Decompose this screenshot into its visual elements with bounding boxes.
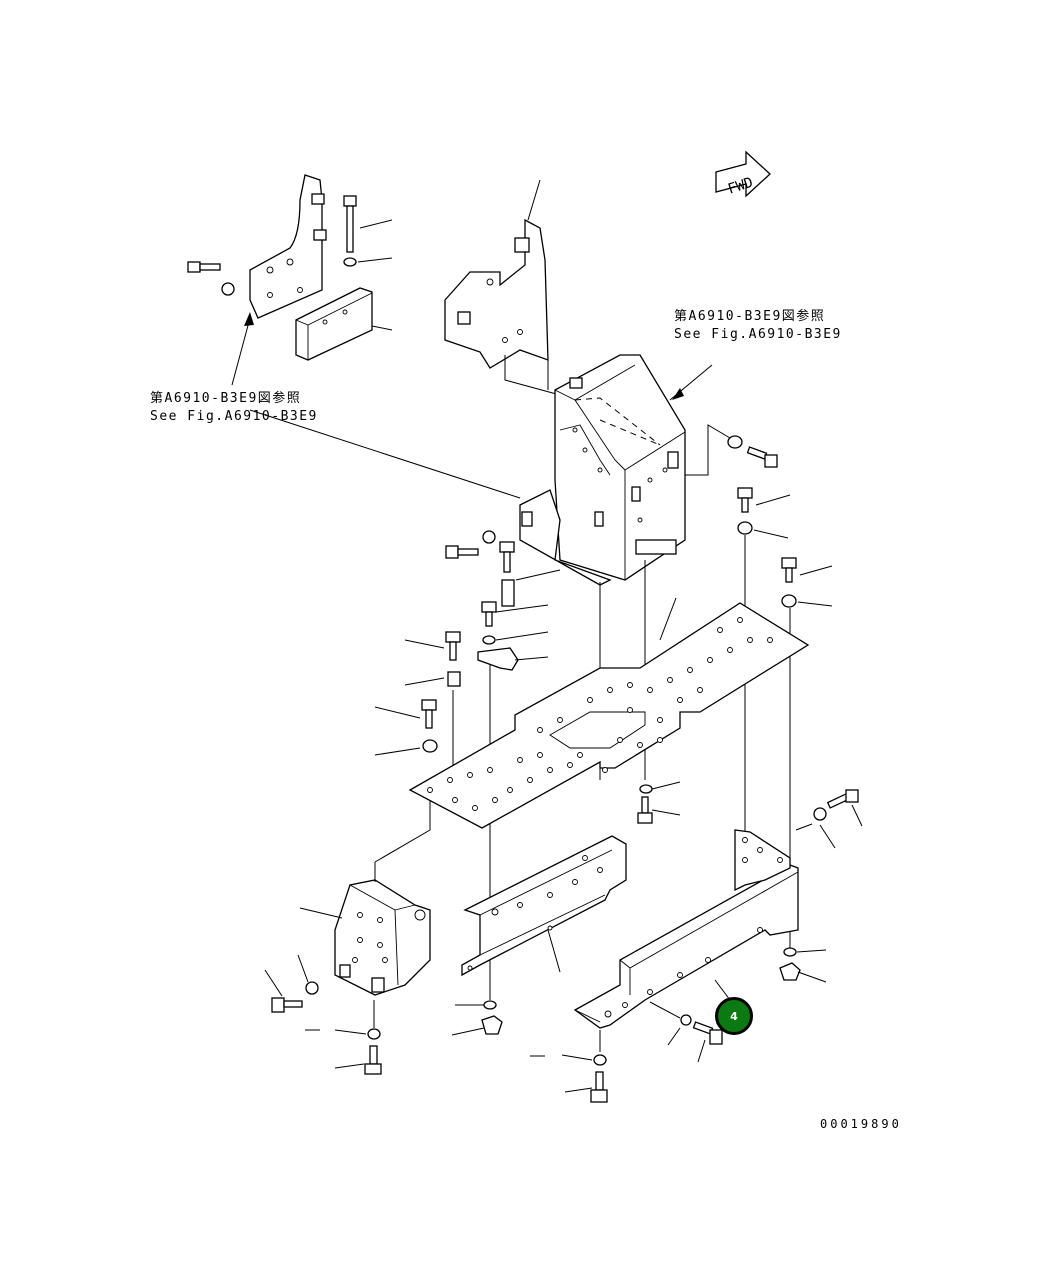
bolt-right-upper <box>737 487 753 513</box>
right-rail <box>573 829 799 1029</box>
washer-center <box>482 530 496 544</box>
fwd-label: FWD <box>726 175 755 198</box>
reference-label-right-en: See Fig.A6910-B3E9 <box>674 327 842 342</box>
spacer-center <box>501 579 515 607</box>
bolt-right-rail-bottom <box>590 1071 608 1103</box>
bolt-lower-left <box>271 997 303 1013</box>
center-rail <box>461 835 627 977</box>
washer-right-rail-side <box>680 1014 692 1026</box>
callout-marker[interactable]: 4 <box>715 997 753 1035</box>
washer-left <box>221 282 235 296</box>
clip-bracket <box>477 647 519 671</box>
washer-plate-bottom <box>639 784 653 794</box>
spacer-left-column <box>447 671 461 687</box>
washer-tower-right <box>727 435 743 449</box>
nut-right-rail <box>779 962 801 981</box>
callout-number: 4 <box>730 1009 738 1023</box>
bolt-plate-top <box>481 601 497 627</box>
washer-right-upper <box>737 521 753 535</box>
bolt-right-rail-upper <box>826 789 859 809</box>
console-tower <box>519 354 686 586</box>
reference-label-right-jp: 第A6910-B3E9図参照 <box>674 309 826 324</box>
reference-arrow-right <box>672 388 684 400</box>
bolt-left-column-2 <box>421 699 437 729</box>
bolt-plate-bottom <box>637 796 653 824</box>
reference-arrow-left <box>231 312 254 386</box>
floor-plate <box>408 602 810 829</box>
bolt-center-horizontal <box>445 545 479 559</box>
nut-rail <box>481 1015 503 1035</box>
nut-lower-left <box>367 1028 381 1040</box>
washer-rail <box>483 1000 497 1010</box>
washer-lower-left <box>305 981 319 995</box>
bolt-left-horizontal <box>187 261 221 273</box>
washer-left-top <box>343 257 357 267</box>
bolt-center-vertical <box>499 541 515 573</box>
nut-right-rail-bottom <box>593 1054 607 1066</box>
bolt-tower-right <box>746 446 778 468</box>
reference-label-left-en: See Fig.A6910-B3E9 <box>150 409 318 424</box>
bolt-lower-left-vertical <box>364 1045 382 1075</box>
upper-center-bracket <box>444 218 549 369</box>
reference-label-left-jp: 第A6910-B3E9図参照 <box>150 391 302 406</box>
washer-left-column <box>422 739 438 753</box>
bolt-left-column <box>445 631 461 661</box>
left-mounting-bracket <box>249 174 373 361</box>
forward-arrow-icon: FWD <box>715 150 771 198</box>
plate-holes <box>427 617 773 811</box>
washer-right-far <box>781 594 797 608</box>
washer-right-rail <box>783 947 797 957</box>
washer-right-rail-upper <box>813 807 827 821</box>
lower-left-bracket <box>334 879 431 996</box>
washer-plate-top <box>482 635 496 645</box>
drawing-number: 00019890 <box>820 1117 902 1131</box>
bolt-right-far <box>781 557 797 583</box>
bolt-left-vertical <box>343 195 357 253</box>
bolt-right-rail-side <box>692 1021 723 1045</box>
